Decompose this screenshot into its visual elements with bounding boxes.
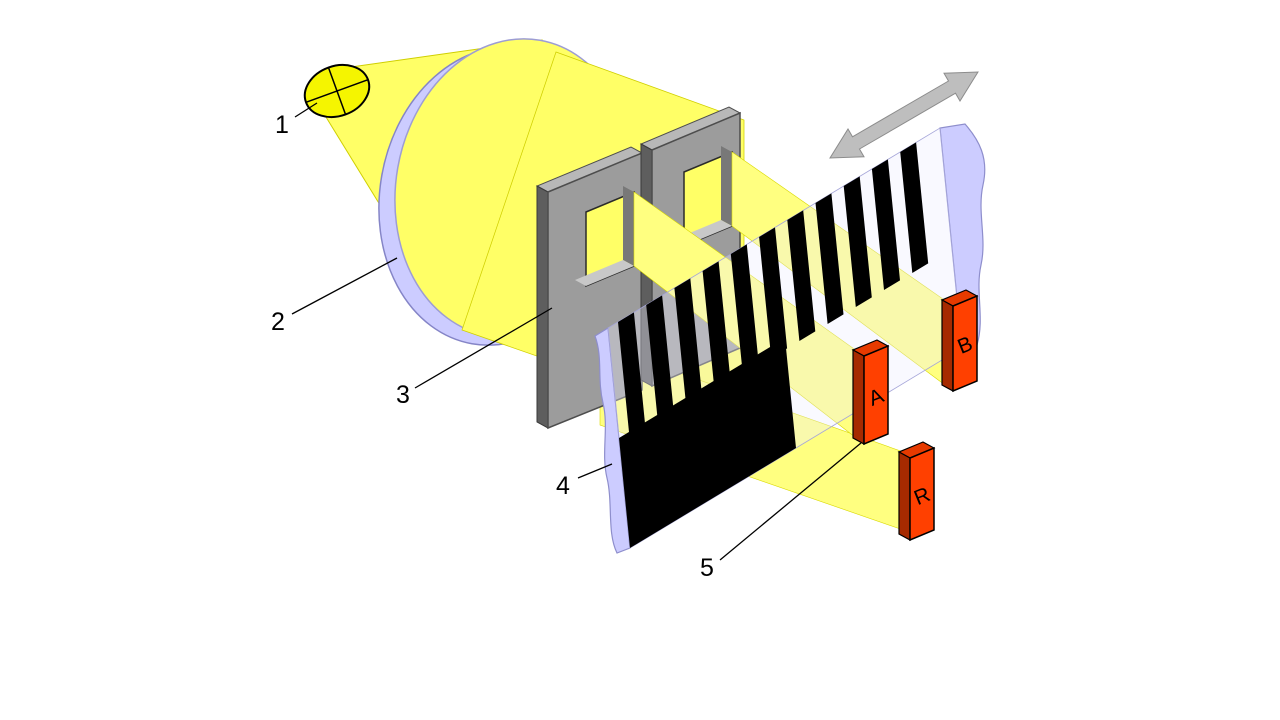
code-stripe — [730, 244, 759, 375]
code-strip-right-torn-edge — [939, 123, 986, 349]
mask-right-window-inner-right-wall — [721, 146, 732, 226]
callout-3-mask: 3 — [396, 381, 410, 409]
code-stripe — [618, 312, 646, 443]
photodetector-r: R — [897, 441, 936, 542]
callout-2-lens: 2 — [271, 308, 285, 336]
code-strip-increment-track — [618, 142, 929, 443]
motion-arrow — [829, 71, 979, 159]
photodetector-b-side-face — [941, 298, 954, 393]
code-stripe — [843, 176, 872, 307]
code-stripe — [674, 278, 703, 409]
mask-left-plate-side-face — [536, 185, 549, 429]
callout-numbers: 1 2 3 4 5 — [271, 111, 714, 582]
photodetector-r-side-face — [898, 450, 911, 542]
photodetector-a-front-face — [863, 344, 889, 446]
callout-4-code-strip: 4 — [556, 472, 570, 500]
mask-left-window-inner-bottom-wall — [575, 260, 634, 286]
code-strip-reference-track — [619, 338, 796, 548]
callout-1-light-source: 1 — [275, 111, 289, 139]
code-stripe — [787, 210, 816, 341]
callout-5-detector: 5 — [700, 554, 714, 582]
callout-leaders — [291, 102, 862, 561]
leader-1 — [294, 102, 318, 118]
photodetector-b-front-face — [952, 294, 978, 393]
leader-4 — [577, 463, 613, 479]
code-stripe — [871, 159, 900, 290]
light-source — [303, 63, 371, 119]
leader-3 — [414, 307, 553, 389]
photodetector-b: B — [940, 289, 979, 393]
mask-left-window-inner-right-wall — [623, 186, 634, 266]
leader-5 — [719, 442, 862, 561]
photodetector-r-front-face — [909, 446, 935, 542]
code-stripe — [646, 295, 675, 426]
photodetector-a-side-face — [852, 348, 865, 446]
code-stripe — [900, 142, 929, 273]
code-stripe — [702, 261, 731, 392]
leader-2 — [291, 257, 398, 315]
code-stripe — [759, 227, 788, 358]
code-strip-left-torn-edge — [594, 326, 631, 554]
lamp-cross-vertical — [327, 67, 347, 115]
code-stripe — [815, 193, 844, 324]
mask-left-window — [575, 186, 635, 288]
photodetector-a: A — [851, 339, 890, 446]
code-strip — [594, 123, 986, 554]
